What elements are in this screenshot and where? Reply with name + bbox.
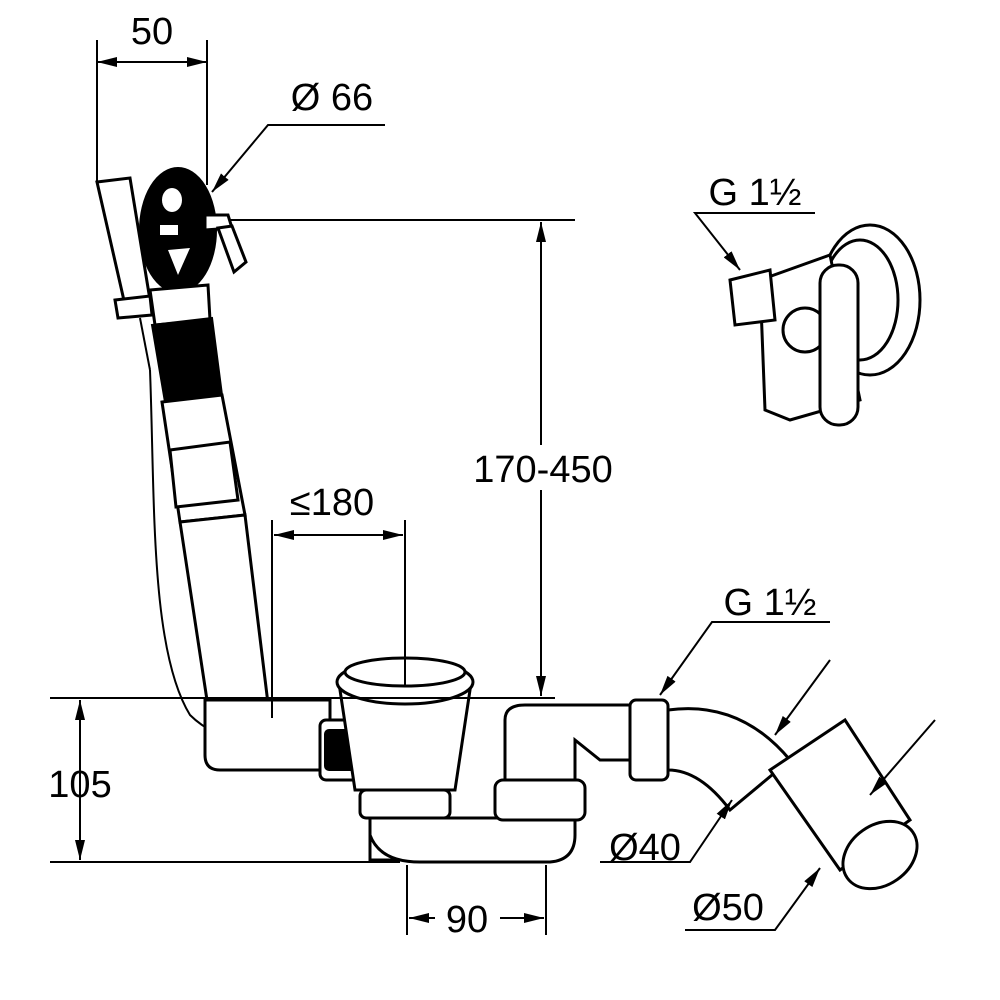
- dim-diameter-50: Ø50: [692, 887, 764, 929]
- overflow-assembly: [95, 167, 332, 772]
- thread-label-outlet: G 1½: [724, 582, 817, 624]
- dim-height-range: 170-450: [473, 449, 612, 491]
- dim-spacing-90: 90: [446, 899, 488, 941]
- outlet-pipe: [628, 698, 919, 891]
- thread-label-top: G 1½: [709, 172, 802, 214]
- dim-width-50: 50: [131, 11, 173, 53]
- dim-height-105: 105: [48, 764, 111, 806]
- dim-diameter-66: Ø 66: [291, 77, 373, 119]
- wall-connector: [728, 223, 922, 427]
- dim-diameter-40: Ø40: [609, 827, 681, 869]
- waste-valve: [318, 656, 632, 864]
- dim-distance-max: ≤180: [290, 482, 374, 524]
